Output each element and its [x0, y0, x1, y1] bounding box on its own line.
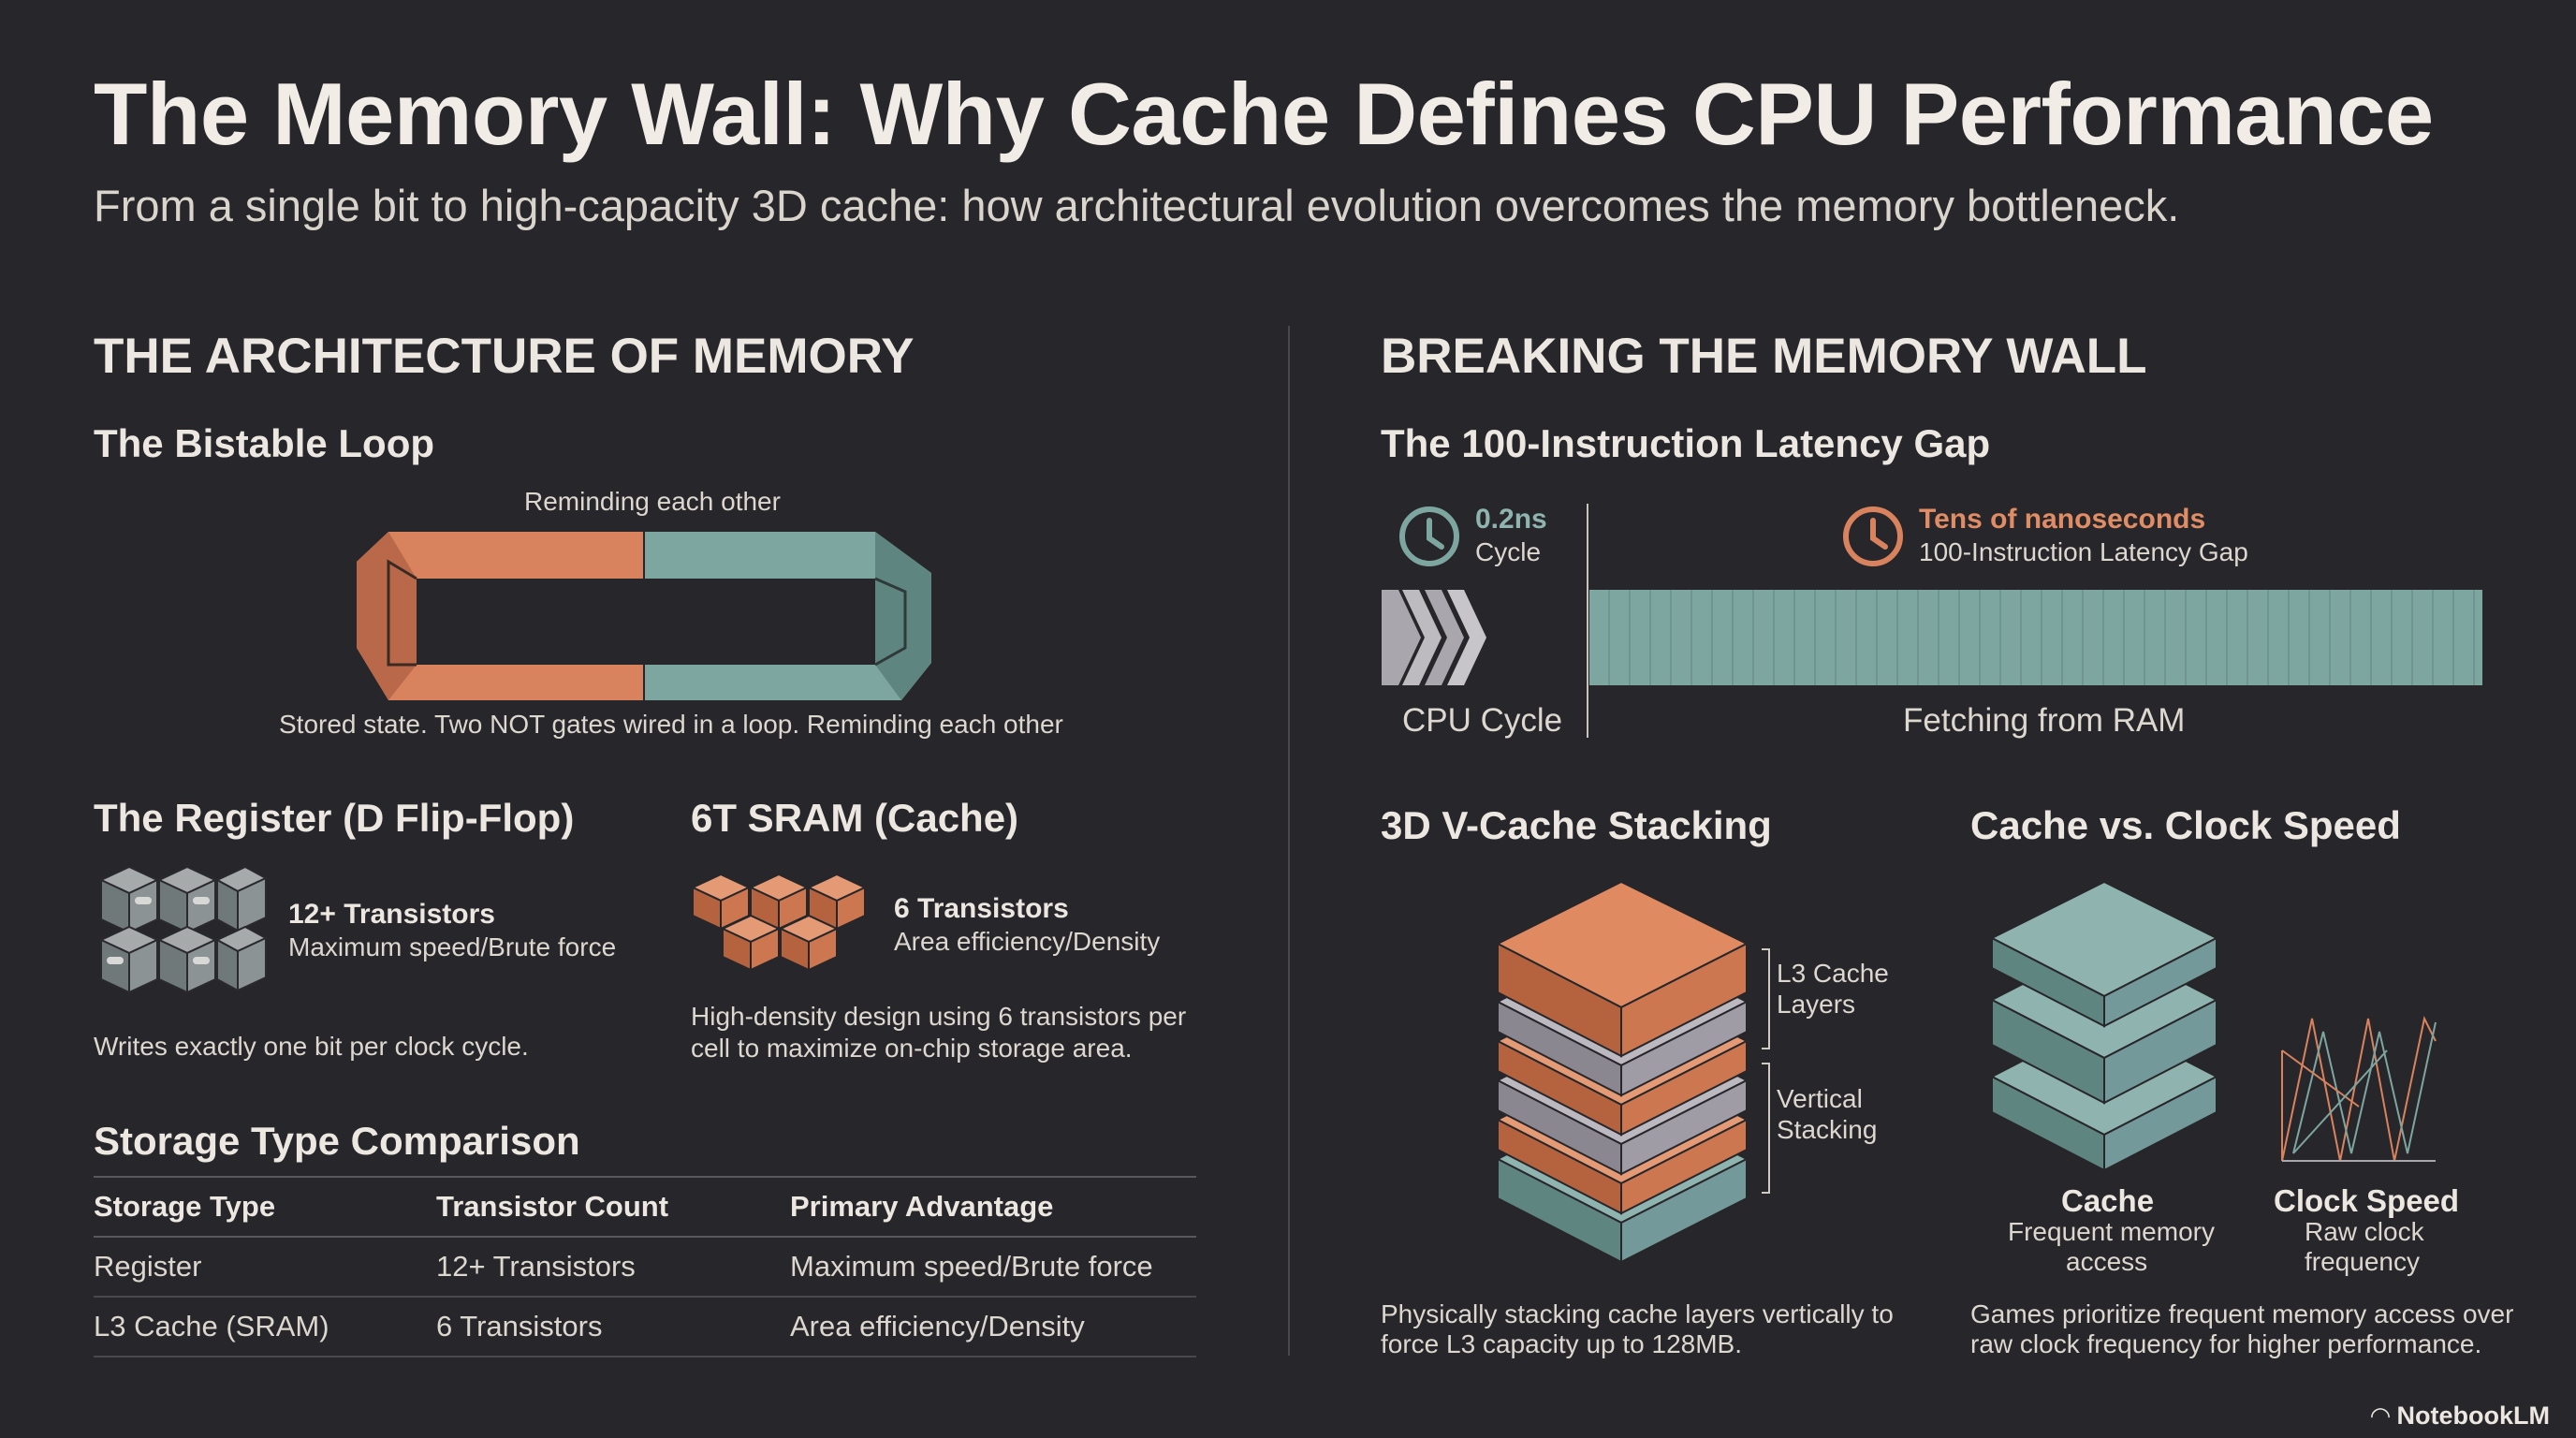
cache-label: Cache: [2061, 1183, 2155, 1218]
clock-speed-icon: [2281, 1015, 2437, 1162]
vcache-caption-line2: force L3 capacity up to 128MB.: [1381, 1329, 1742, 1358]
cpu-clock-icon: [1399, 506, 1459, 566]
table-cell: Maximum speed/Brute force: [790, 1237, 1196, 1298]
bistable-loop-graphic: [357, 532, 931, 700]
latency-title: The 100-Instruction Latency Gap: [1381, 421, 1991, 465]
comparison-table: Storage Type Transistor Count Primary Ad…: [94, 1176, 1196, 1357]
cache-desc-line2: access: [2066, 1247, 2148, 1276]
table-header-row: Storage Type Transistor Count Primary Ad…: [94, 1176, 1196, 1238]
table-cell: L3 Cache (SRAM): [94, 1297, 436, 1357]
bistable-title: The Bistable Loop: [94, 421, 435, 465]
sram-title: 6T SRAM (Cache): [691, 796, 1019, 840]
bistable-caption: Stored state. Two NOT gates wired in a l…: [279, 710, 1063, 739]
page-title: The Memory Wall: Why Cache Defines CPU P…: [94, 65, 2434, 163]
ram-latency-label: 100-Instruction Latency Gap: [1919, 537, 2248, 566]
vcache-brackets: [1762, 948, 1770, 1194]
cache-stack-icon: [1989, 880, 2219, 1172]
table-cell: Area efficiency/Density: [790, 1297, 1196, 1357]
table-row: Register 12+ Transistors Maximum speed/B…: [94, 1237, 1196, 1298]
register-transistor-count: 12+ Transistors: [288, 899, 495, 930]
clock-caption-line1: Games prioritize frequent memory access …: [1970, 1299, 2514, 1328]
notebooklm-watermark: ◠ NotebookLM: [2371, 1401, 2550, 1431]
sram-transistor-count: 6 Transistors: [894, 893, 1069, 924]
cpu-cycle-time: 0.2ns: [1475, 504, 1547, 535]
vcache-label-layers-line2: Layers: [1777, 990, 1856, 1019]
register-description: Writes exactly one bit per clock cycle.: [94, 1032, 529, 1061]
ram-latency-time: Tens of nanoseconds: [1919, 504, 2206, 535]
column-header: Primary Advantage: [790, 1176, 1196, 1238]
register-cubes-icon: [98, 865, 269, 994]
vcache-label-layers-line1: L3 Cache: [1777, 959, 1889, 988]
vcache-caption-line1: Physically stacking cache layers vertica…: [1381, 1299, 1894, 1328]
latency-marker-line: [1587, 504, 1588, 738]
right-section-heading: BREAKING THE MEMORY WALL: [1381, 329, 2147, 384]
clock-speed-label: Clock Speed: [2274, 1183, 2460, 1218]
table-cell: 12+ Transistors: [436, 1237, 790, 1298]
cache-desc-line1: Frequent memory: [2008, 1217, 2215, 1246]
table-row: L3 Cache (SRAM) 6 Transistors Area effic…: [94, 1297, 1196, 1357]
vcache-label-stacking-line2: Stacking: [1777, 1115, 1878, 1144]
sram-description-line1: High-density design using 6 transistors …: [691, 1002, 1187, 1031]
cpu-cycle-chevrons: [1382, 590, 1486, 685]
table-cell: 6 Transistors: [436, 1297, 790, 1357]
notebooklm-logo-icon: ◠: [2371, 1401, 2390, 1430]
table-cell: Register: [94, 1237, 436, 1298]
cache-vs-clock-title: Cache vs. Clock Speed: [1970, 803, 2401, 847]
column-header: Transistor Count: [436, 1176, 790, 1238]
clock-caption-line2: raw clock frequency for higher performan…: [1970, 1329, 2482, 1358]
vcache-label-stacking-line1: Vertical: [1777, 1084, 1863, 1113]
clock-desc-line1: Raw clock: [2305, 1217, 2424, 1246]
vcache-stack-graphic: [1495, 880, 1749, 1264]
vcache-title: 3D V-Cache Stacking: [1381, 803, 1772, 847]
page-subtitle: From a single bit to high-capacity 3D ca…: [94, 181, 2180, 230]
sram-advantage: Area efficiency/Density: [894, 927, 1161, 956]
watermark-text: NotebookLM: [2396, 1401, 2550, 1430]
ram-fetch-bar: [1589, 590, 2482, 685]
left-section-heading: THE ARCHITECTURE OF MEMORY: [94, 329, 915, 384]
cpu-cycle-caption: CPU Cycle: [1402, 702, 1563, 739]
bistable-top-label: Reminding each other: [524, 487, 781, 516]
column-header: Storage Type: [94, 1176, 436, 1238]
register-advantage: Maximum speed/Brute force: [288, 932, 617, 961]
register-title: The Register (D Flip-Flop): [94, 796, 575, 840]
sram-cubes-icon: [690, 873, 868, 972]
comparison-title: Storage Type Comparison: [94, 1119, 580, 1163]
clock-desc-line2: frequency: [2305, 1247, 2420, 1276]
column-divider: [1288, 326, 1290, 1356]
ram-fetch-caption: Fetching from RAM: [1903, 702, 2186, 739]
cpu-cycle-time-label: Cycle: [1475, 537, 1542, 566]
ram-clock-icon: [1843, 506, 1903, 566]
sram-description-line2: cell to maximize on-chip storage area.: [691, 1034, 1133, 1063]
